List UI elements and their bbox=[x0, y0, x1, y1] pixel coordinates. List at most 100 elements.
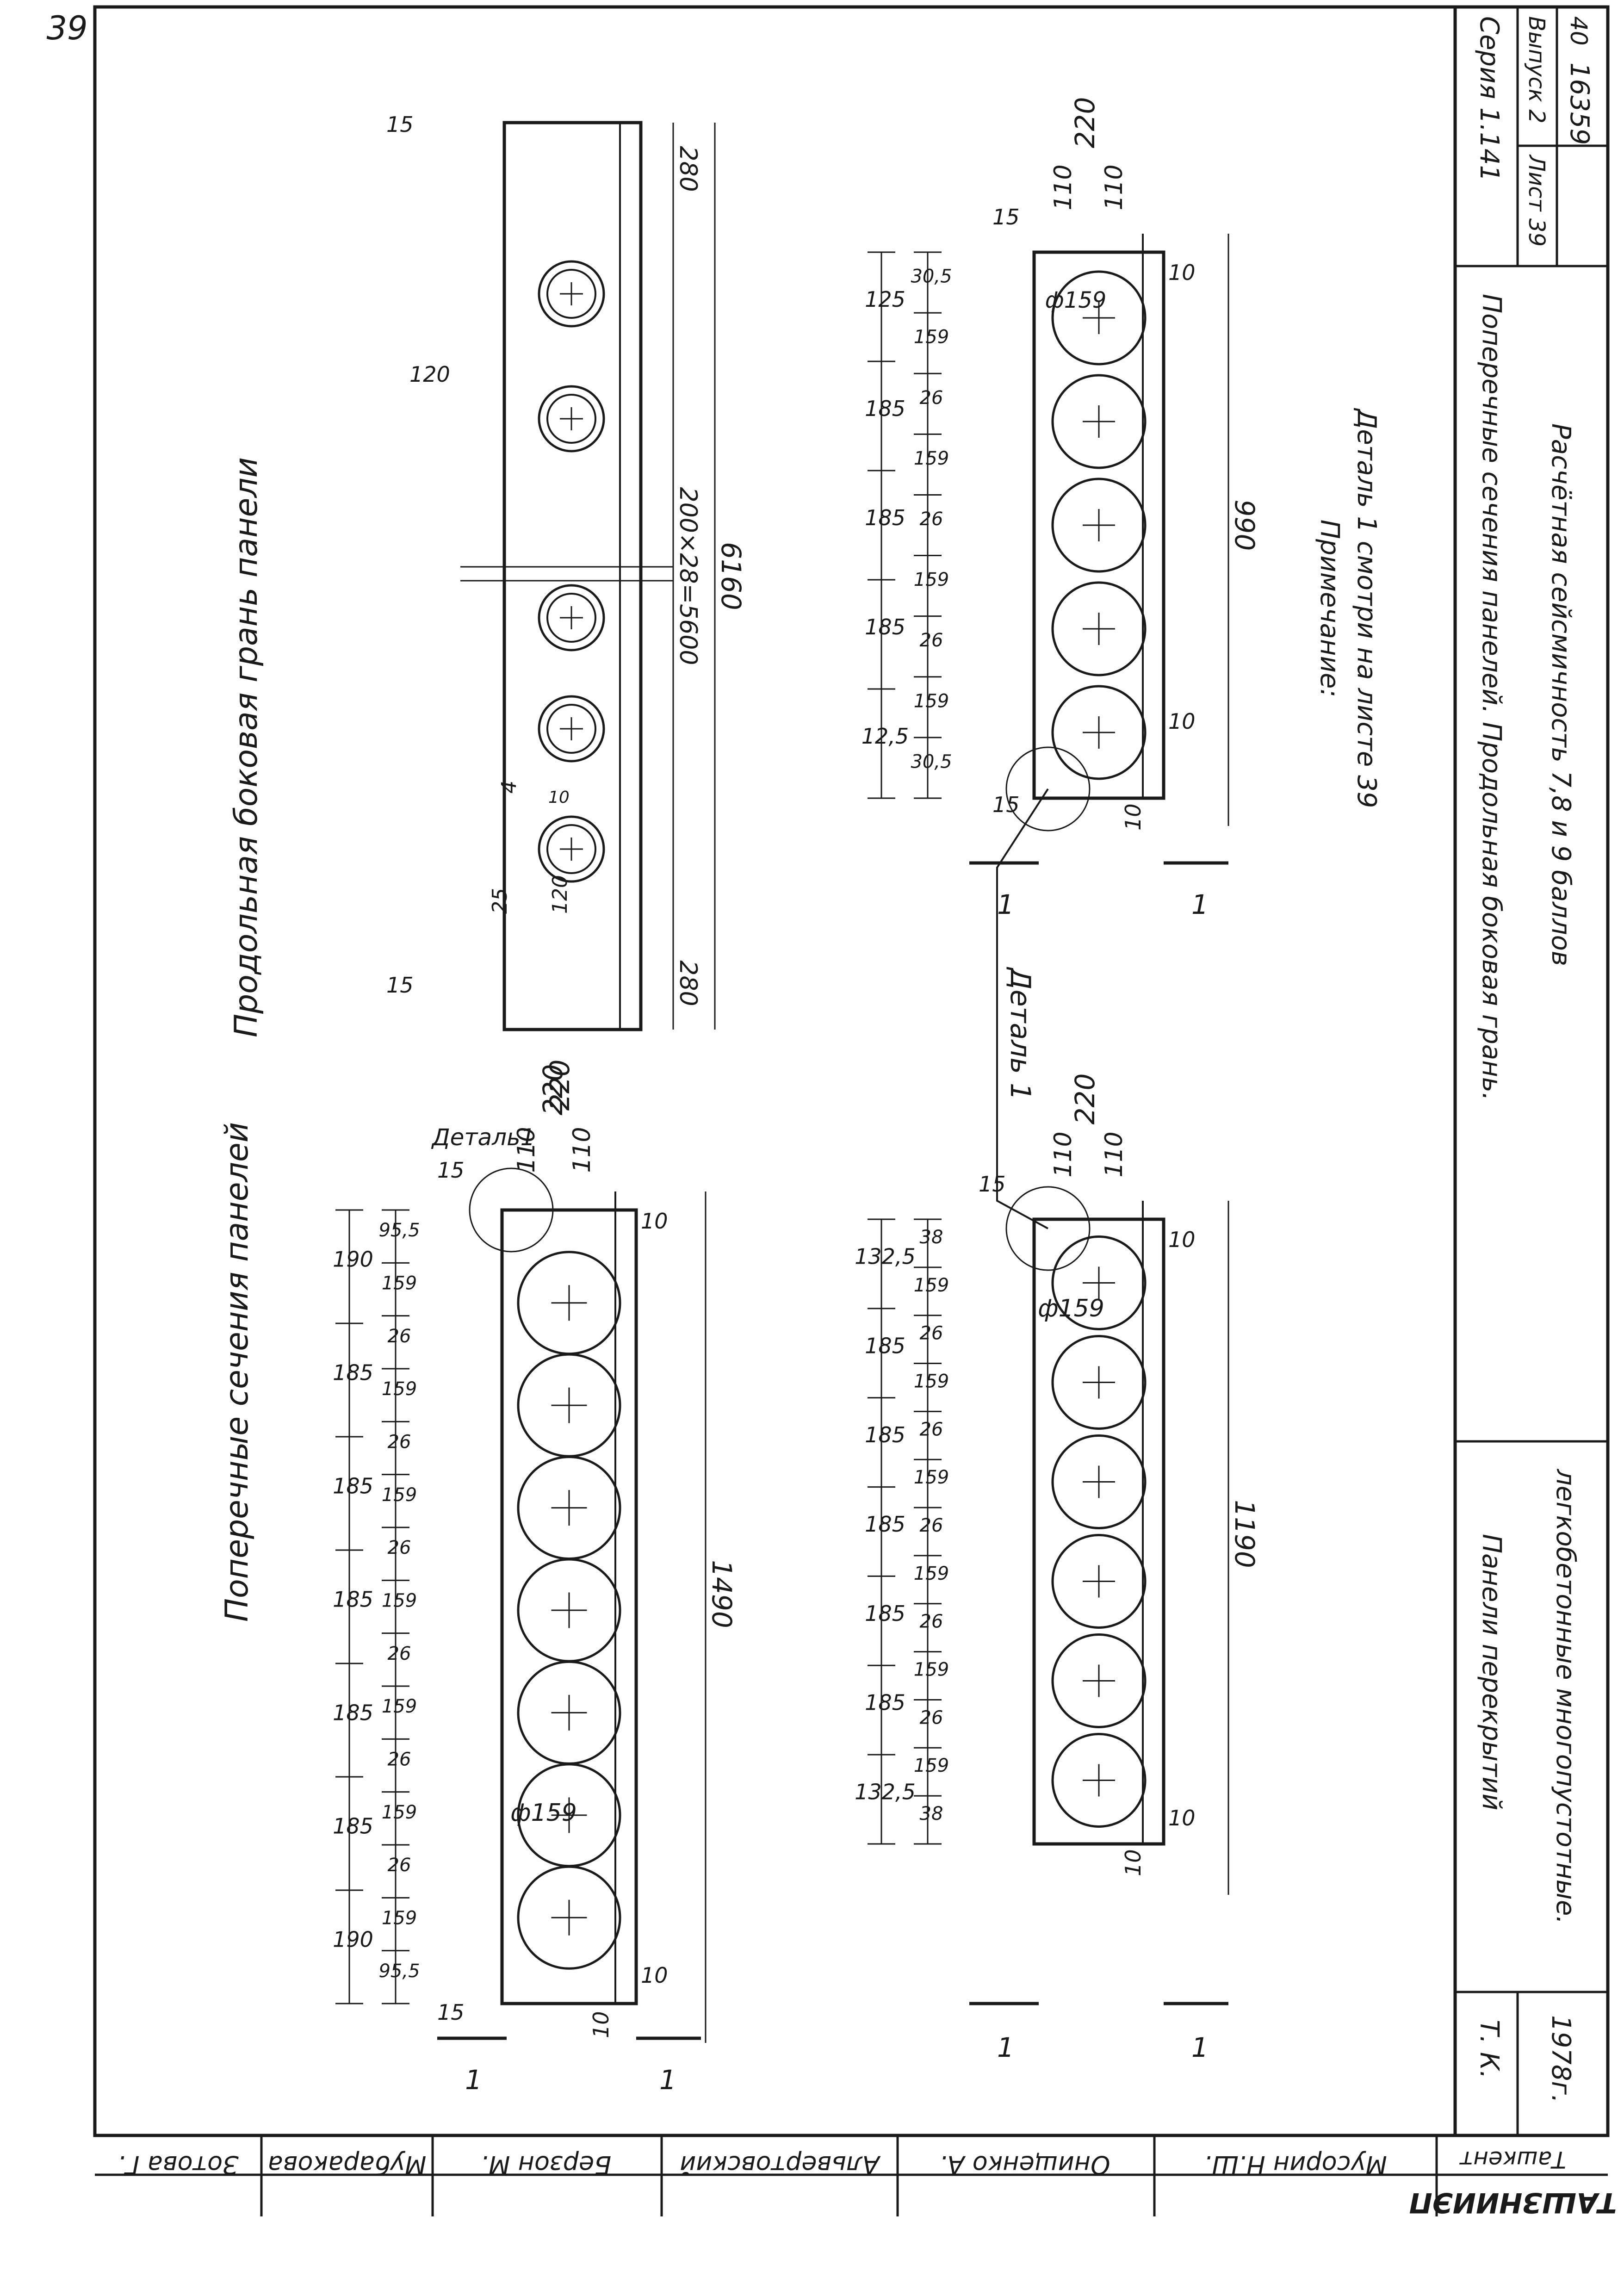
panel-990-half-top: 110 bbox=[1049, 164, 1077, 210]
longitudinal-height: 220 bbox=[544, 1060, 576, 1111]
void-hole bbox=[1051, 685, 1147, 780]
dimension-label: 26 bbox=[920, 1707, 943, 1728]
void-hole bbox=[1051, 581, 1147, 676]
void-hole bbox=[538, 385, 605, 453]
sheet-title-line2: Расчётная сейсмичность 7,8 и 9 баллов bbox=[1546, 423, 1576, 966]
city-label: Ташкент bbox=[1459, 2146, 1566, 2173]
dimension-label: 185 bbox=[865, 1333, 905, 1358]
panel-990-edge15-bottom: 15 bbox=[992, 792, 1020, 817]
panel-1490-mark-top: 1 bbox=[465, 2064, 482, 2096]
dimension-label: 26 bbox=[388, 1432, 411, 1453]
panel-990-edge10-bottom: 10 bbox=[1168, 709, 1196, 734]
panel-1490-width: 1490 bbox=[706, 1560, 738, 1628]
dimension-label: 159 bbox=[382, 1696, 417, 1717]
longitudinal-hole-offset: 25 bbox=[488, 888, 512, 914]
dimension-label: 159 bbox=[914, 1275, 949, 1296]
dimension-label: 185 bbox=[865, 505, 905, 530]
longitudinal-edge-left: 15 bbox=[386, 112, 414, 137]
dimension-label: 26 bbox=[388, 1643, 411, 1664]
void-hole bbox=[1051, 1633, 1147, 1728]
panel-1190-mark-bottom: 1 bbox=[1191, 2032, 1209, 2063]
dimension-label: 159 bbox=[382, 1378, 417, 1400]
panel-990-width: 990 bbox=[1229, 500, 1260, 551]
dimension-label: 132,5 bbox=[855, 1780, 916, 1805]
void-hole bbox=[538, 695, 605, 763]
signature-name: Онищенко А. bbox=[939, 2150, 1110, 2179]
void-hole bbox=[1051, 374, 1147, 469]
dimension-label: 26 bbox=[920, 1515, 943, 1536]
dimension-label: 30,5 bbox=[911, 751, 952, 772]
dimension-label: 159 bbox=[914, 327, 949, 348]
panel-1490-edge10-top: 10 bbox=[641, 1209, 668, 1234]
panel-1490-dim-inner: 95,515926159261592615926159261592615995,… bbox=[378, 1209, 420, 2004]
dimension-label: 185 bbox=[865, 396, 905, 421]
cross-sections-title: Поперечные сечения панелей bbox=[219, 1122, 255, 1622]
dimension-label: 159 bbox=[914, 1659, 949, 1681]
title-block: Т. К. 1978г. Панели перекрытий легкобето… bbox=[1453, 7, 1608, 2135]
dimension-label: 125 bbox=[865, 287, 905, 312]
dimension-label: 159 bbox=[382, 1908, 417, 1929]
panel-1490-edge10-corner: 10 bbox=[589, 2011, 614, 2038]
dimension-label: 159 bbox=[914, 1563, 949, 1584]
dimension-label: 159 bbox=[914, 1755, 949, 1776]
void-hole bbox=[517, 1865, 621, 1970]
dimension-label: 26 bbox=[920, 1611, 943, 1632]
panel-1490-detail-label: Деталь1 bbox=[431, 1124, 535, 1151]
dimension-label: 159 bbox=[914, 690, 949, 712]
sheet-label: Лист 39 bbox=[1524, 154, 1550, 247]
dimension-label: 159 bbox=[914, 569, 949, 590]
dimension-label: 38 bbox=[920, 1227, 943, 1248]
dimension-label: 190 bbox=[333, 1927, 373, 1952]
panel-1490-edge15-top: 15 bbox=[437, 1158, 465, 1183]
dimension-label: 185 bbox=[333, 1587, 373, 1612]
dimension-label: 185 bbox=[333, 1700, 373, 1725]
void-hole bbox=[1051, 478, 1147, 573]
void-hole bbox=[538, 584, 605, 652]
signature-name: Зотова Г. bbox=[118, 2150, 238, 2179]
dimension-label: 26 bbox=[388, 1537, 411, 1558]
panel-990-height: 220 bbox=[1069, 97, 1101, 149]
dimension-label: 26 bbox=[920, 509, 943, 530]
longitudinal-hole-gap: 4 bbox=[497, 781, 521, 794]
panel-1490-mark-bottom: 1 bbox=[659, 2064, 676, 2096]
panel-1190-edge10-top: 10 bbox=[1168, 1227, 1196, 1252]
longitudinal-middle: 200×28=5600 bbox=[674, 487, 702, 665]
dimension-label: 132,5 bbox=[855, 1244, 916, 1269]
dimension-label: 185 bbox=[333, 1474, 373, 1499]
panel-990-hole-dia: ф159 bbox=[1045, 287, 1107, 313]
panel-1190-half-bottom: 110 bbox=[1100, 1131, 1128, 1177]
panel-1490-edge15-bottom: 15 bbox=[437, 2000, 465, 2025]
dimension-label: 185 bbox=[865, 1601, 905, 1626]
longitudinal-hole-pitch: 120 bbox=[548, 875, 572, 914]
longitudinal-holes bbox=[538, 260, 605, 883]
void-hole bbox=[1051, 1733, 1147, 1828]
sheet-number: 39 bbox=[46, 9, 87, 47]
product-line2: легкобетонные многопустотные. bbox=[1550, 1469, 1581, 1924]
signature-name: Альвертовский bbox=[680, 2150, 880, 2179]
sheet-title-line1: Поперечные сечения панелей. Продольная б… bbox=[1476, 294, 1506, 1101]
org-left: Т. К. bbox=[1474, 2020, 1504, 2079]
dimension-label: 95,5 bbox=[378, 1220, 420, 1241]
institute-label: ТАШЗНИИЭП bbox=[1409, 2186, 1617, 2219]
void-hole bbox=[1051, 1434, 1147, 1529]
longitudinal-end-right: 280 bbox=[674, 960, 702, 1006]
panel-1490-half-top: 110 bbox=[513, 1127, 540, 1173]
dimension-label: 26 bbox=[920, 630, 943, 651]
dimension-label: 185 bbox=[333, 1360, 373, 1385]
dimension-label: 95,5 bbox=[378, 1961, 420, 1982]
dimension-label: 190 bbox=[333, 1247, 373, 1272]
dimension-label: 26 bbox=[920, 387, 943, 409]
dimension-label: 185 bbox=[865, 1690, 905, 1715]
series: Серия 1.141 bbox=[1474, 16, 1504, 181]
signature-name: Берзон М. bbox=[481, 2150, 612, 2179]
dimension-label: 185 bbox=[865, 1512, 905, 1537]
panel-990-edge15-top: 15 bbox=[992, 205, 1020, 230]
longitudinal-hole-gap-b: 10 bbox=[548, 788, 570, 807]
signature-name: Мусорин Н.Ш. bbox=[1204, 2150, 1387, 2179]
longitudinal-total: 6160 bbox=[715, 542, 747, 610]
panel-990-mark-bottom: 1 bbox=[1191, 889, 1209, 920]
